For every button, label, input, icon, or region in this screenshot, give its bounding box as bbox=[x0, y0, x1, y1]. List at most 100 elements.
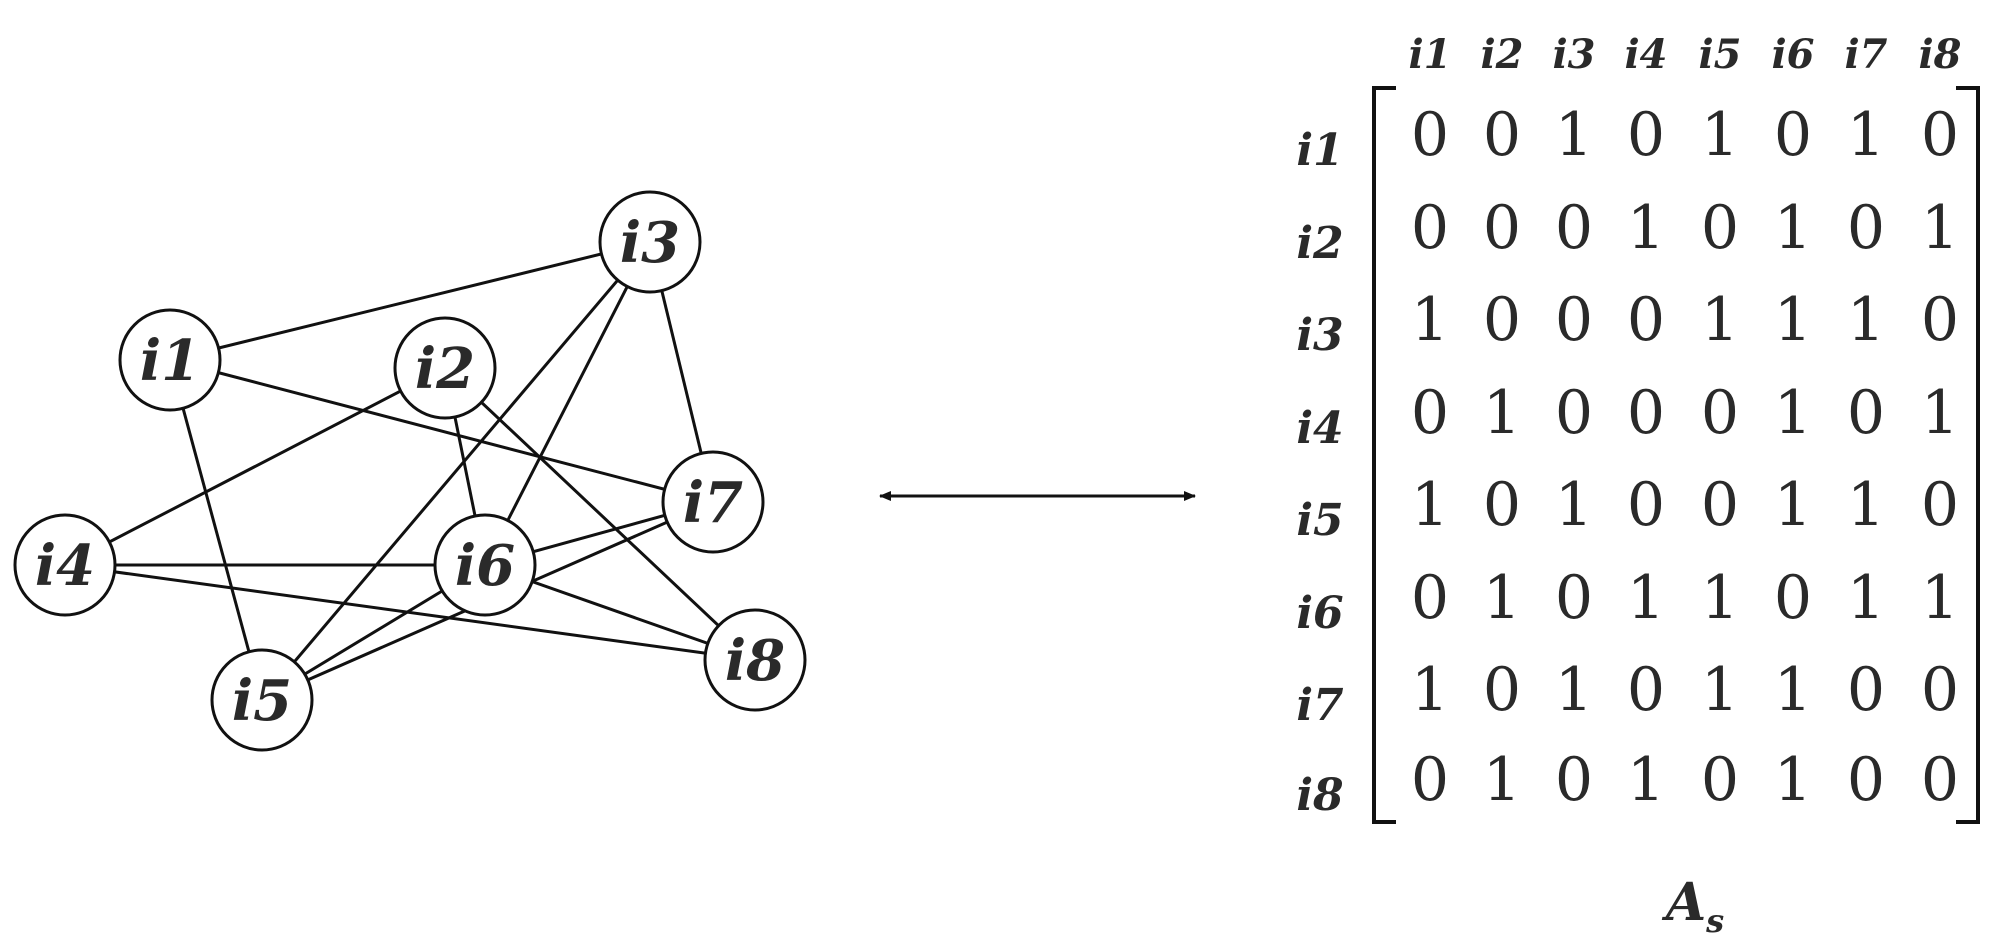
matrix-cell: 1 bbox=[1774, 470, 1812, 540]
matrix-cell: 0 bbox=[1921, 100, 1959, 170]
edge-i2-i8 bbox=[443, 366, 757, 662]
matrix-cell: 0 bbox=[1921, 655, 1959, 725]
matrix-cell: 1 bbox=[1847, 100, 1885, 170]
matrix-cell: 0 bbox=[1627, 285, 1665, 355]
matrix-cell: 1 bbox=[1921, 563, 1959, 633]
matrix-column-label: i3 bbox=[1552, 31, 1595, 78]
matrix-column-label: i7 bbox=[1844, 31, 1887, 78]
matrix-cell: 1 bbox=[1483, 745, 1521, 815]
matrix-cell: 1 bbox=[1774, 193, 1812, 263]
matrix-cell: 0 bbox=[1411, 378, 1449, 448]
matrix-cell: 0 bbox=[1627, 655, 1665, 725]
matrix-cell: 1 bbox=[1701, 100, 1739, 170]
matrix-cell: 0 bbox=[1921, 745, 1959, 815]
matrix-cell: 1 bbox=[1774, 285, 1812, 355]
matrix-cell: 1 bbox=[1411, 470, 1449, 540]
node-label: i5 bbox=[232, 668, 292, 734]
matrix-cell: 1 bbox=[1627, 563, 1665, 633]
matrix-cell: 0 bbox=[1701, 193, 1739, 263]
matrix-cell: 0 bbox=[1847, 745, 1885, 815]
edge-i1-i3 bbox=[169, 240, 651, 362]
matrix-row-label: i1 bbox=[1296, 125, 1343, 176]
matrix-cell: 0 bbox=[1921, 470, 1959, 540]
matrix-row-label: i8 bbox=[1296, 770, 1343, 821]
node-i1: i1 bbox=[118, 308, 222, 412]
node-circle bbox=[118, 308, 222, 412]
matrix-cell: 0 bbox=[1701, 470, 1739, 540]
matrix-cell: 0 bbox=[1627, 470, 1665, 540]
matrix-cell: 0 bbox=[1921, 285, 1959, 355]
matrix-cell: 1 bbox=[1411, 285, 1449, 355]
matrix-cell: 1 bbox=[1847, 563, 1885, 633]
matrix-row-label: i5 bbox=[1296, 495, 1343, 546]
node-i4: i4 bbox=[13, 513, 117, 617]
matrix-cell: 1 bbox=[1921, 193, 1959, 263]
matrix-cell: 1 bbox=[1774, 745, 1812, 815]
node-label: i7 bbox=[683, 470, 743, 536]
node-i5: i5 bbox=[210, 648, 314, 752]
matrix-cell: 0 bbox=[1483, 193, 1521, 263]
matrix-left-bracket bbox=[1372, 86, 1396, 824]
matrix-cell: 1 bbox=[1555, 100, 1593, 170]
matrix-cell: 0 bbox=[1555, 378, 1593, 448]
node-i7: i7 bbox=[661, 450, 765, 554]
matrix-row-label: i2 bbox=[1296, 218, 1343, 269]
matrix-cell: 1 bbox=[1555, 470, 1593, 540]
matrix-row-label: i6 bbox=[1296, 588, 1343, 639]
matrix-cell: 1 bbox=[1847, 285, 1885, 355]
matrix-cell: 0 bbox=[1555, 745, 1593, 815]
matrix-cell: 0 bbox=[1483, 100, 1521, 170]
matrix-column-label: i5 bbox=[1698, 31, 1741, 78]
matrix-cell: 0 bbox=[1774, 100, 1812, 170]
matrix-cell: 0 bbox=[1555, 193, 1593, 263]
matrix-right-bracket bbox=[1956, 86, 1980, 824]
matrix-cell: 1 bbox=[1701, 563, 1739, 633]
node-label: i3 bbox=[620, 210, 680, 276]
matrix-cell: 1 bbox=[1701, 655, 1739, 725]
node-i8: i8 bbox=[703, 608, 807, 712]
matrix-cell: 0 bbox=[1555, 563, 1593, 633]
node-circle bbox=[393, 316, 497, 420]
matrix-cell: 0 bbox=[1701, 745, 1739, 815]
matrix-cell: 1 bbox=[1774, 655, 1812, 725]
node-label: i6 bbox=[455, 533, 515, 599]
matrix-cell: 1 bbox=[1701, 285, 1739, 355]
matrix-cell: 1 bbox=[1555, 655, 1593, 725]
matrix-cell: 0 bbox=[1411, 563, 1449, 633]
node-circle bbox=[703, 608, 807, 712]
node-circle bbox=[210, 648, 314, 752]
edge-i3-i6 bbox=[483, 241, 652, 566]
matrix-column-label: i8 bbox=[1918, 31, 1961, 78]
matrix-row-label: i4 bbox=[1296, 403, 1343, 454]
node-label: i8 bbox=[725, 628, 785, 694]
node-i6: i6 bbox=[433, 513, 537, 617]
matrix-cell: 0 bbox=[1627, 100, 1665, 170]
matrix-cell: 1 bbox=[1627, 745, 1665, 815]
matrix-cell: 1 bbox=[1847, 470, 1885, 540]
matrix-column-label: i6 bbox=[1771, 31, 1814, 78]
node-circle bbox=[433, 513, 537, 617]
edge-i2-i4 bbox=[64, 366, 446, 567]
matrix-name: As bbox=[1661, 872, 1724, 940]
matrix-cell: 1 bbox=[1627, 193, 1665, 263]
edge-i4-i8 bbox=[64, 563, 756, 662]
matrix-cell: 1 bbox=[1411, 655, 1449, 725]
matrix-cell: 0 bbox=[1627, 378, 1665, 448]
matrix-row-label: i3 bbox=[1296, 310, 1343, 361]
matrix-cell: 0 bbox=[1411, 193, 1449, 263]
edge-i1-i5 bbox=[168, 359, 264, 701]
node-i3: i3 bbox=[598, 190, 702, 294]
matrix-cell: 0 bbox=[1774, 563, 1812, 633]
matrix-column-label: i4 bbox=[1624, 31, 1667, 78]
matrix-cell: 0 bbox=[1411, 745, 1449, 815]
matrix-cell: 0 bbox=[1411, 100, 1449, 170]
node-label: i4 bbox=[35, 533, 95, 599]
matrix-cell: 1 bbox=[1483, 378, 1521, 448]
matrix-cell: 0 bbox=[1847, 655, 1885, 725]
node-label: i1 bbox=[140, 328, 200, 394]
matrix-cell: 1 bbox=[1483, 563, 1521, 633]
edge-i1-i7 bbox=[169, 358, 714, 504]
